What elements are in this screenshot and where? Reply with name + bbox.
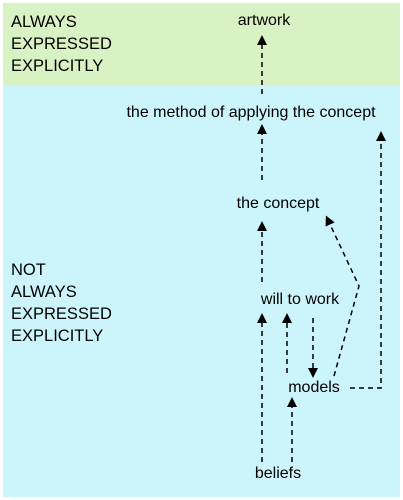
node-will-to-work: will to work	[260, 291, 340, 308]
node-models: models	[288, 379, 340, 396]
node-concept: the concept	[236, 195, 320, 212]
node-artwork: artwork	[237, 12, 291, 29]
implicit-zone-label: NOT ALWAYS EXPRESSED EXPLICITLY	[11, 261, 112, 345]
explicit-zone: ALWAYS EXPRESSED EXPLICITLY	[3, 3, 400, 85]
node-beliefs: beliefs	[254, 465, 302, 482]
arrow-models-to-concept	[325, 215, 360, 377]
explicit-zone-label: ALWAYS EXPRESSED EXPLICITLY	[11, 13, 112, 75]
node-method: the method of applying the concept	[126, 104, 376, 121]
implicit-zone: NOT ALWAYS EXPRESSED EXPLICITLY	[3, 85, 400, 497]
arrow-models-to-method	[350, 131, 386, 389]
